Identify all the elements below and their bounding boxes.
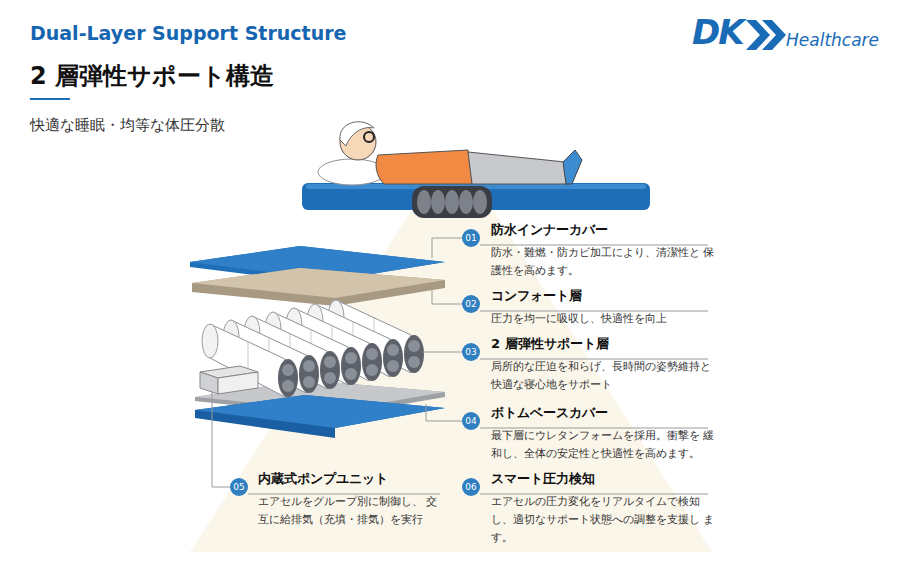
heading-rule [480, 311, 708, 312]
callout-heading: ボトムベースカバー [491, 405, 608, 421]
callout-number: 02 [462, 295, 480, 313]
callout: 03 2 層弾性サポート層局所的な圧迫を和らげ、長時間の姿勢維持と 快適な寝心地を… [462, 336, 716, 416]
callout-body: 防水・難燃・防カビ加工により、清潔性と 保護性を高めます。 [491, 244, 716, 280]
title: 2 層弾性サポート構造 [30, 60, 274, 92]
english-title: Dual-Layer Support Structure [30, 22, 346, 44]
heading-rule [480, 494, 708, 495]
logo-word: Healthcare [786, 30, 879, 50]
callout-number: 06 [462, 478, 480, 496]
callout-heading: コンフォート層 [491, 288, 582, 304]
callout-number: 05 [230, 478, 248, 496]
callout-body: 局所的な圧迫を和らげ、長時間の姿勢維持と 快適な寝心地をサポート [491, 358, 716, 394]
callout: 02 コンフォート層圧力を均一に吸収し、快適性を向上 [462, 288, 716, 368]
glasses [364, 132, 374, 142]
air-cell-end [445, 190, 459, 214]
title-underline [30, 98, 70, 100]
leader-line [426, 404, 462, 421]
shirt [376, 150, 472, 184]
leader-line [422, 352, 462, 353]
pump-unit [200, 366, 258, 394]
leader-line [212, 392, 230, 487]
air-cell-end [473, 190, 487, 214]
pump-front [218, 372, 258, 394]
callout-heading: 内蔵式ポンプユニット [258, 471, 388, 487]
callout-body: エアセルの圧力変化をリアルタイムで検知 し、適切なサポート状態への調整を支援し … [491, 493, 716, 547]
callout-body: 圧力を均一に吸収し、快適性を向上 [491, 310, 716, 328]
callout-number: 04 [462, 412, 480, 430]
callout-heading: 2 層弾性サポート層 [491, 336, 609, 352]
callout: 05 内蔵式ポンプユニットエアセルをグループ別に制御し、 交互に給排気（充填・排気… [230, 471, 443, 551]
logo-chevron [762, 20, 786, 50]
heading-rule [248, 494, 440, 495]
comfort-layer [192, 268, 445, 306]
logo-chevrons [746, 20, 786, 50]
air-cell-end [417, 190, 431, 214]
air-cell-end [431, 190, 445, 214]
leader-line [432, 290, 462, 304]
air-cell-ribs [417, 190, 487, 214]
air-cells [202, 300, 424, 397]
subtitle: 快適な睡眠・均等な体圧分散 [30, 116, 225, 135]
foot [563, 150, 582, 184]
bottom-cover [195, 395, 445, 438]
pump-side [200, 372, 218, 394]
callout-number: 01 [462, 229, 480, 247]
bottom-cover-top [195, 395, 445, 428]
heading-rule [480, 359, 708, 360]
hair [340, 122, 374, 146]
callout-heading: 防水インナーカバー [491, 222, 608, 238]
comfort-layer-top [192, 268, 445, 298]
heading-rule [480, 428, 708, 429]
callout-heading: スマート圧力検知 [491, 471, 595, 487]
air-cell-cluster [412, 186, 492, 218]
callout: 06 スマート圧力検知エアセルの圧力変化をリアルタイムで検知 し、適切なサポート状… [462, 471, 716, 551]
logo-mark: DK [692, 12, 743, 52]
callout-number: 03 [462, 343, 480, 361]
heading-rule [480, 245, 708, 246]
leader-line [432, 238, 462, 258]
pants [468, 152, 568, 184]
air-cell-end [459, 190, 473, 214]
callout-body: 最下層にウレタンフォームを採用。衝撃を 緩和し、全体の安定性と快適性を高めます。 [491, 427, 716, 463]
callout-body: エアセルをグループ別に制御し、 交互に給排気（充填・排気）を実行 [258, 493, 443, 529]
